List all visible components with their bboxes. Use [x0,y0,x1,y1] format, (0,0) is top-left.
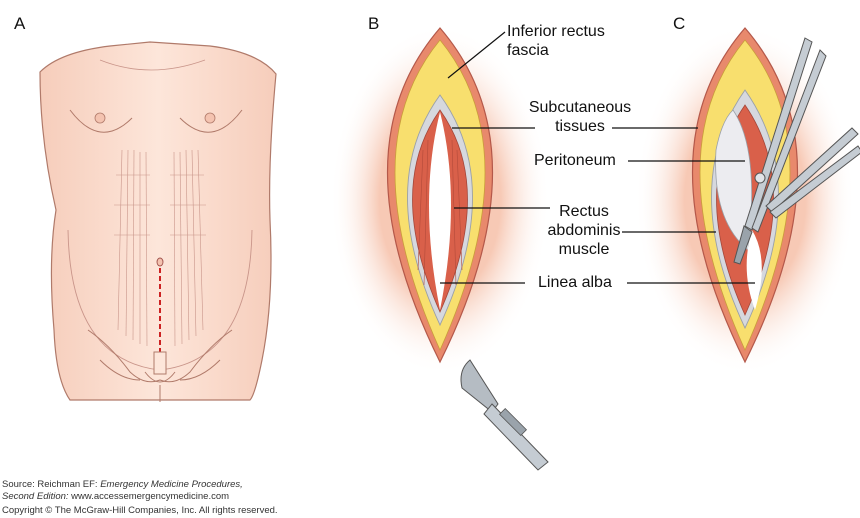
panel-c-letter: C [673,14,686,33]
label-subcutaneous-tissues-line1: Subcutaneous [528,99,632,116]
footer-edition: Second Edition: www.accessemergencymedic… [2,491,229,503]
label-rectus-abdominis-muscle: Rectus abdominis muscle [536,202,632,259]
footer-source-title: Emergency Medicine Procedures, [100,479,243,490]
footer-source-prefix: Source: Reichman EF: [2,479,101,490]
footer-source: Source: Reichman EF: Emergency Medicine … [2,479,243,491]
label-inferior-rectus-fascia-line1: Inferior rectus [507,23,605,40]
panel-b-letter: B [368,14,380,33]
label-rectus-line2: abdominis [547,222,621,239]
footer-edition-url: www.accessemergencymedicine.com [68,491,230,502]
panel-a-letter: A [14,14,26,33]
label-rectus-line1: Rectus [559,203,609,220]
incision-c [635,25,855,375]
leader-lines [440,31,755,284]
torso-figure [39,41,277,402]
label-inferior-rectus-fascia-line2: fascia [507,42,549,59]
label-subcutaneous-tissues: Subcutaneous tissues [512,98,648,136]
forceps [733,37,860,265]
label-rectus-line3: muscle [558,241,610,258]
label-inferior-rectus-fascia: Inferior rectus fascia [507,22,605,60]
incision-b [330,25,550,375]
label-linea-alba: Linea alba [538,274,612,291]
footer-edition-label: Second Edition: [2,491,69,502]
label-subcutaneous-tissues-line2: tissues [555,118,605,135]
footer-copyright: Copyright © The McGraw-Hill Companies, I… [2,505,278,516]
scalpel [460,359,549,471]
label-peritoneum: Peritoneum [534,152,616,169]
